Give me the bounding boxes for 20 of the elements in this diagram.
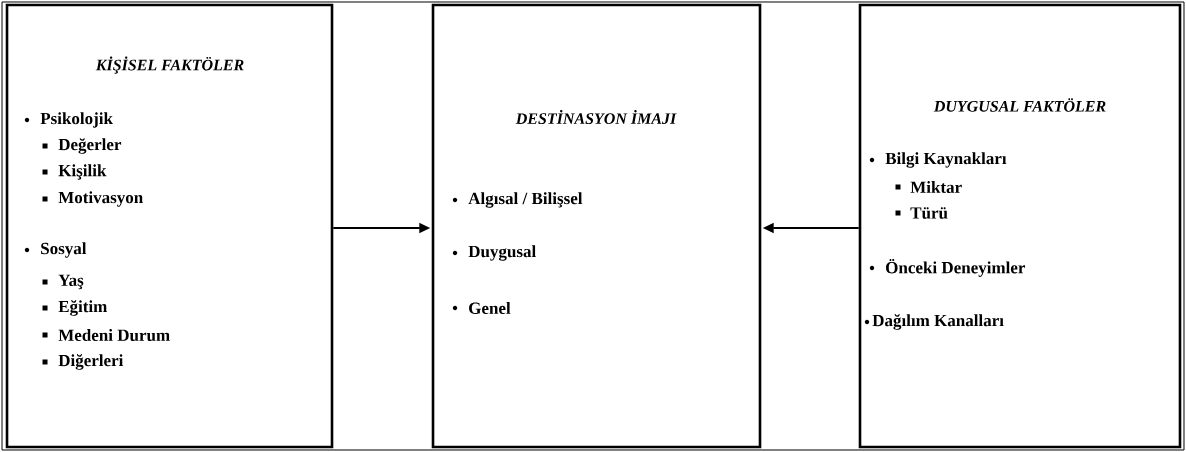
list-item: Dağılım Kanalları <box>872 314 1004 330</box>
list-item: Önceki Deneyimler <box>886 259 1026 277</box>
list-item: Duygusal <box>468 245 536 261</box>
list-item: Psikolojik <box>40 112 113 128</box>
box-heading: DUYGUSAL FAKTÖLER <box>933 98 1106 112</box>
list-item: Miktar <box>910 181 962 193</box>
list-item: Kişilik <box>58 164 107 180</box>
list-item: Algısal / Bilişsel <box>468 192 583 208</box>
list-item: Türü <box>910 207 948 219</box>
list-item: Eğitim <box>58 300 108 316</box>
list-item: Genel <box>469 302 511 314</box>
box-heading: KİŞİSEL FAKTÖLER <box>95 56 244 74</box>
list-item: Bilgi Kaynakları <box>885 152 1007 168</box>
list-item: Medeni Durum <box>58 329 170 341</box>
list-item: Değerler <box>58 138 122 154</box>
list-item: Yaş <box>58 274 84 290</box>
list-item: Diğerleri <box>58 354 124 370</box>
list-item: Sosyal <box>41 242 87 258</box>
list-item: Motivasyon <box>58 191 143 207</box>
box-heading: DESTİNASYON İMAJI <box>515 110 677 124</box>
